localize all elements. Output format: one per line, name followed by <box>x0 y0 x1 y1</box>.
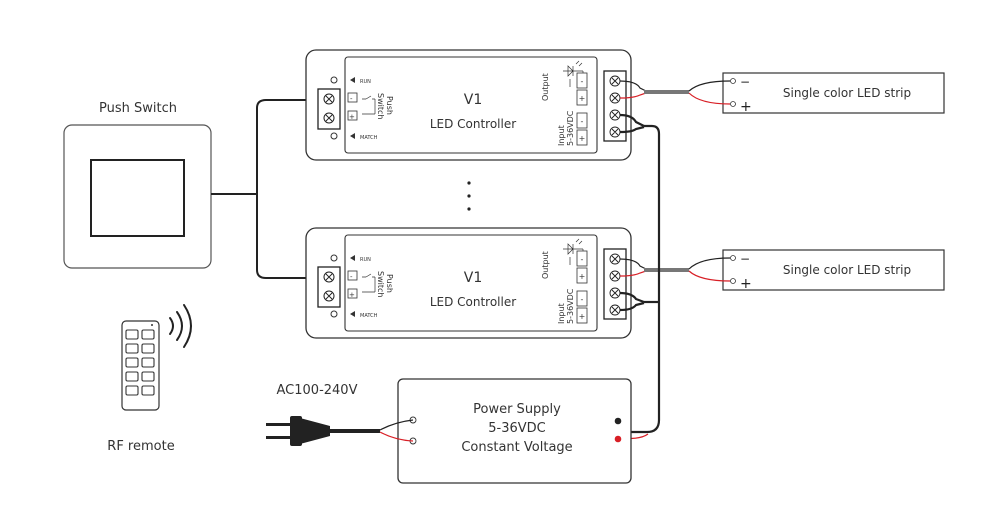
push-switch: Push Switch <box>63 101 212 269</box>
led-strip-body <box>722 72 945 114</box>
led-strip-minus: − <box>740 75 750 89</box>
remote-body <box>121 320 160 411</box>
output-plus: + <box>579 272 586 281</box>
led-strip-label: Single color LED strip <box>783 86 911 100</box>
remote-label: RF remote <box>107 439 174 454</box>
controller-panel <box>344 56 598 154</box>
remote-buttons <box>125 329 155 396</box>
controller-name: V1 <box>464 270 482 286</box>
input-voltage-label: 5-36VDC <box>566 110 575 146</box>
output-input-terminal <box>603 248 627 320</box>
push-switch-label-2: Switch <box>376 271 385 297</box>
svg-text:-: - <box>350 95 353 103</box>
dc-output-negative <box>614 417 622 425</box>
output-label: Output <box>541 73 550 101</box>
input-plus: + <box>579 134 586 143</box>
match-label: MATCH <box>360 313 378 319</box>
controller-subtitle: LED Controller <box>430 295 516 309</box>
match-label: MATCH <box>360 135 378 141</box>
input-wires <box>619 113 661 434</box>
dc-output-positive <box>614 435 622 443</box>
input-minus: - <box>581 295 584 304</box>
push-switch-label-2: Switch <box>376 93 385 119</box>
svg-text:+: + <box>349 113 355 121</box>
wireless-signal-icon <box>169 304 192 348</box>
run-led <box>330 76 338 84</box>
power-supply-title: Power Supply <box>473 402 561 417</box>
match-led <box>330 310 338 318</box>
led-strip-label: Single color LED strip <box>783 263 911 277</box>
output-plus: + <box>579 94 586 103</box>
push-switch-label-1: Push <box>385 96 394 115</box>
power-supply-voltage: 5-36VDC <box>488 421 545 436</box>
ac-input-label: AC100-240V <box>277 383 358 398</box>
run-label: RUN <box>360 257 371 263</box>
more-controllers-ellipsis <box>467 181 471 211</box>
svg-text:+: + <box>349 291 355 299</box>
input-minus: - <box>581 117 584 126</box>
led-strip-2: − + Single color LED strip <box>722 249 945 292</box>
run-led <box>330 254 338 262</box>
output-minus: - <box>581 77 584 86</box>
push-switch-label-1: Push <box>385 274 394 293</box>
output-input-terminal <box>603 70 627 142</box>
plug-icon <box>266 416 330 446</box>
led-strip-body <box>722 249 945 291</box>
rf-remote: RF remote <box>107 304 192 454</box>
led-strip-plus: + <box>740 276 752 292</box>
input-voltage-label: 5-36VDC <box>566 288 575 324</box>
controller-1: RUN MATCH - + Push Switch V1 LED Control… <box>305 49 632 161</box>
svg-text:-: - <box>350 273 353 281</box>
controller-subtitle: LED Controller <box>430 117 516 131</box>
output-wires <box>619 80 731 282</box>
power-supply: Power Supply 5-36VDC Constant Voltage <box>397 378 632 484</box>
push-switch-title: Push Switch <box>99 101 177 116</box>
controller-name: V1 <box>464 92 482 108</box>
input-plus: + <box>579 312 586 321</box>
output-minus: - <box>581 255 584 264</box>
input-label: Input <box>557 125 566 146</box>
led-strip-plus: + <box>740 99 752 115</box>
led-strip-minus: − <box>740 252 750 266</box>
input-label: Input <box>557 303 566 324</box>
led-strip-1: − + Single color LED strip <box>722 72 945 115</box>
output-label: Output <box>541 251 550 279</box>
push-switch-wires <box>211 99 318 279</box>
run-label: RUN <box>360 79 371 85</box>
controller-panel <box>344 234 598 332</box>
ac-plug: AC100-240V <box>266 383 414 446</box>
power-supply-housing <box>397 378 632 484</box>
power-supply-type: Constant Voltage <box>461 440 572 455</box>
match-led <box>330 132 338 140</box>
controller-2: RUN MATCH - + Push Switch V1 LED Control… <box>305 227 632 339</box>
push-switch-button <box>90 159 185 237</box>
